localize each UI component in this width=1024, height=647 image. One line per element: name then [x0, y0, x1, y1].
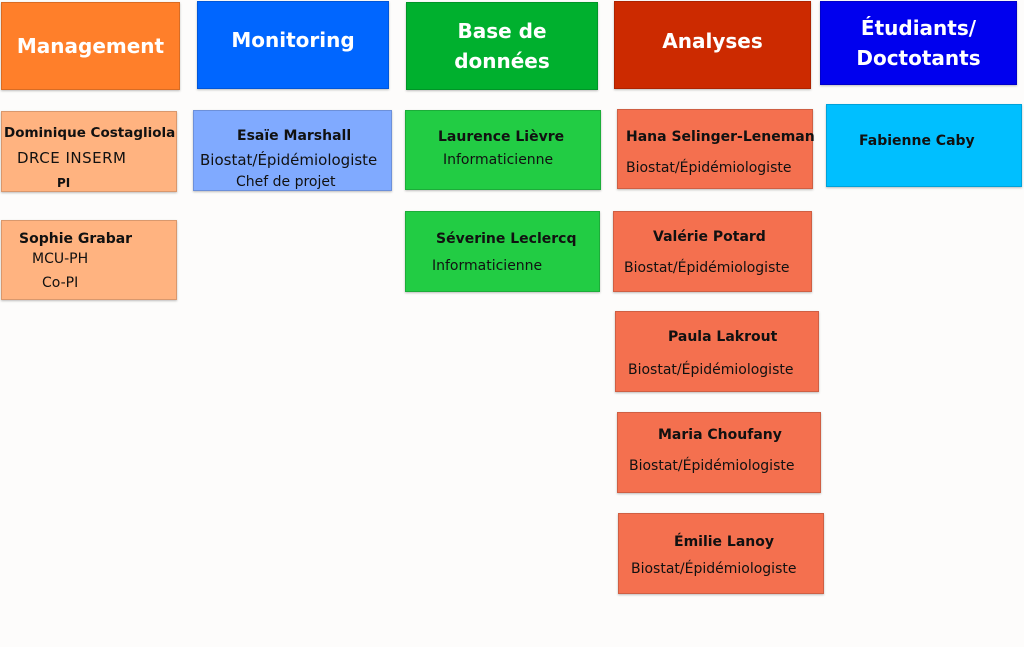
person-name: Fabienne Caby [859, 133, 975, 149]
person-card-lievre: Laurence Lièvre Informaticienne [405, 110, 601, 190]
header-analyses-label: Analyses [662, 29, 763, 53]
person-card-grabar: Sophie Grabar MCU-PH Co-PI [1, 220, 177, 300]
person-title: Informaticienne [443, 152, 554, 168]
header-management: Management [1, 2, 180, 90]
person-name: Laurence Lièvre [438, 129, 565, 145]
header-base-de-donnees: Base de données [406, 2, 598, 90]
person-card-lanoy: Émilie Lanoy Biostat/Épidémiologiste [618, 513, 824, 594]
header-management-label: Management [16, 34, 165, 58]
person-role: PI [57, 176, 71, 190]
person-name: Dominique Costagliola [4, 125, 176, 141]
header-monitoring: Monitoring [197, 1, 389, 89]
person-title: Informaticienne [432, 258, 543, 274]
person-card-lakrout: Paula Lakrout Biostat/Épidémiologiste [615, 311, 819, 392]
person-title: Biostat/Épidémiologiste [626, 160, 792, 176]
person-title: Biostat/Épidémiologiste [631, 561, 797, 577]
person-card-selinger-leneman: Hana Selinger-Leneman Biostat/Épidémiolo… [617, 109, 815, 189]
person-title: Biostat/Épidémiologiste [628, 362, 794, 378]
person-title: MCU-PH [32, 251, 89, 267]
person-name: Valérie Potard [653, 229, 766, 245]
person-title: Biostat/Épidémiologiste [624, 260, 790, 276]
person-name: Émilie Lanoy [674, 534, 774, 550]
header-monitoring-label: Monitoring [231, 28, 355, 52]
person-card-choufany: Maria Choufany Biostat/Épidémiologiste [617, 412, 821, 493]
header-etudiants-doctotants: Étudiants/ Doctotants [820, 1, 1017, 85]
person-name: Esaïe Marshall [237, 128, 352, 144]
person-name: Hana Selinger-Leneman [626, 129, 815, 145]
person-title: Biostat/Épidémiologiste [200, 151, 378, 169]
header-base-de-donnees-label: Base de données [454, 19, 550, 73]
header-etudiants-line-2: Doctotants [856, 46, 981, 70]
person-name: Paula Lakrout [668, 329, 778, 345]
person-role: Chef de projet [236, 174, 336, 190]
person-card-caby: Fabienne Caby [826, 104, 1022, 187]
person-card-potard: Valérie Potard Biostat/Épidémiologiste [613, 211, 812, 292]
person-name: Maria Choufany [658, 427, 782, 443]
person-name: Séverine Leclercq [436, 231, 577, 247]
person-role: Co-PI [42, 275, 79, 291]
header-etudiants-line-1: Étudiants/ [860, 16, 977, 40]
person-title: DRCE INSERM [17, 149, 127, 167]
person-card-costagliola: Dominique Costagliola DRCE INSERM PI [1, 111, 177, 192]
person-card-leclercq: Séverine Leclercq Informaticienne [405, 211, 600, 292]
person-title: Biostat/Épidémiologiste [629, 458, 795, 474]
person-card-marshall: Esaïe Marshall Biostat/Épidémiologiste C… [193, 110, 392, 191]
header-analyses: Analyses [614, 1, 811, 89]
person-name: Sophie Grabar [19, 231, 133, 247]
